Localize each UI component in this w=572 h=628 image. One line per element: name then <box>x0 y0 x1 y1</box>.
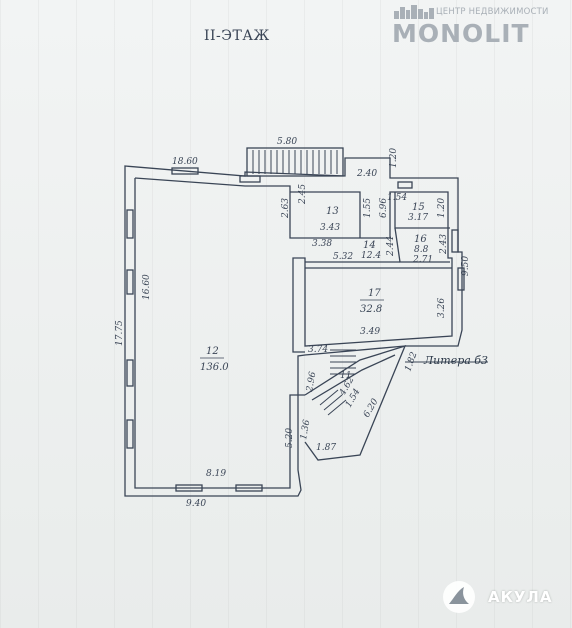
dim-r13-bottom: 3.38 <box>312 239 332 249</box>
inner-wall-left <box>134 178 305 489</box>
akula-watermark: АКУЛА <box>440 580 570 614</box>
shark-fin-icon <box>443 581 475 613</box>
dim-top-left: 18.60 <box>172 157 198 167</box>
room-14-number: 14 <box>363 240 376 251</box>
dim-r14-height: 2.44 <box>386 236 396 257</box>
dim-r13-top: 2.45 <box>298 184 308 205</box>
dim-stair-num: 11 <box>340 371 351 381</box>
room-15-number: 15 <box>412 202 425 213</box>
dim-top-segment: 2.40 <box>356 169 377 179</box>
room-15-area: 3.17 <box>408 213 428 223</box>
dim-r13-height: 2.63 <box>281 198 291 219</box>
dim-r16-width: 2.71 <box>412 255 433 265</box>
dim-inner-bottom: 8.19 <box>206 469 226 479</box>
inner-wall <box>134 177 453 353</box>
dim-left-outer: 17.75 <box>115 320 125 346</box>
dim-right-side: 9.50 <box>461 256 471 276</box>
city-skyline-icon <box>394 5 434 19</box>
room-13-area: 3.43 <box>320 223 340 233</box>
dim-outer-bottom: 9.40 <box>186 499 206 509</box>
litera-label: Литера б3 <box>424 354 489 367</box>
monolit-tagline: ЦЕНТР НЕДВИЖИМОСТИ <box>436 7 549 17</box>
dim-r17-height: 3.26 <box>437 298 447 318</box>
floor-title: II-ЭТАЖ <box>204 28 270 44</box>
room-17-area: 32.8 <box>360 304 382 315</box>
dim-left-inner: 16.60 <box>142 274 152 300</box>
dim-diag-e: 1.36 <box>299 419 312 441</box>
dim-right-top-small: 1.20 <box>389 148 399 168</box>
room-12-number: 12 <box>206 346 219 357</box>
outer-wall <box>124 157 463 497</box>
room13-wall <box>290 191 361 238</box>
dim-stair-top: 5.80 <box>277 137 297 147</box>
monolit-watermark: ЦЕНТР НЕДВИЖИМОСТИ MONOLIT <box>392 3 572 48</box>
akula-name: АКУЛА <box>488 588 553 606</box>
dim-diag-c: 1.87 <box>316 443 336 453</box>
dim-r15-width: 1.54 <box>387 193 407 203</box>
dim-r14-vert: 1.55 <box>363 198 373 218</box>
dim-stair-small-a: 3.74 <box>308 345 328 355</box>
room-16-area: 8.8 <box>414 245 429 255</box>
annex-wall <box>304 344 407 461</box>
dim-r17-width: 3.49 <box>360 327 380 337</box>
room-13-number: 13 <box>326 206 339 217</box>
dim-r14-left: 5.32 <box>333 252 353 262</box>
dim-diag-b: 6.20 <box>362 397 381 420</box>
monolit-name: MONOLIT <box>392 19 530 48</box>
room-12-area: 136.0 <box>200 362 229 373</box>
room-16-number: 16 <box>414 234 427 245</box>
dim-diag-d: 2.96 <box>305 371 319 394</box>
dim-r16-height: 2.43 <box>439 234 449 255</box>
room-17-number: 17 <box>368 288 381 299</box>
dim-r15-height: 6.96 <box>379 198 389 218</box>
annex-inner <box>311 354 396 401</box>
dim-inner-right-low: 5.20 <box>285 428 295 448</box>
dim-top-right-120: 1.20 <box>437 198 447 218</box>
room-14-area: 12.4 <box>361 251 381 261</box>
